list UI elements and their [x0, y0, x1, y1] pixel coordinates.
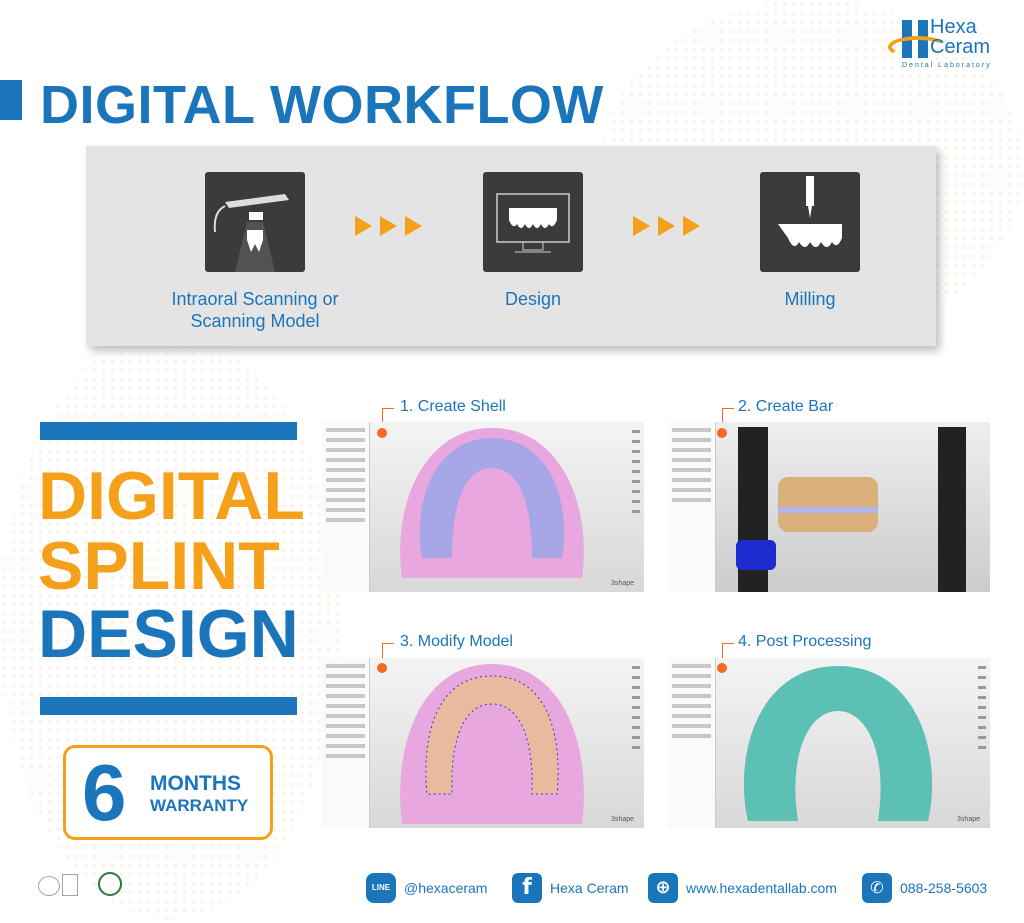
workflow-step-label: Intraoral Scanning or Scanning Model	[171, 289, 339, 331]
step-label: 3. Modify Model	[400, 633, 513, 650]
line-icon[interactable]: LINE	[366, 873, 396, 903]
step-marker	[377, 428, 387, 438]
flow-arrows	[355, 216, 422, 236]
facebook-icon[interactable]: f	[512, 873, 542, 903]
globe-icon[interactable]: ⊕	[648, 873, 678, 903]
divider-bar	[40, 697, 297, 715]
create-bar-screenshot	[668, 422, 990, 592]
certification-seal	[98, 872, 122, 896]
workflow-panel: Intraoral Scanning or Scanning Model Des…	[86, 146, 936, 346]
certification-seal	[38, 876, 60, 896]
monitor-teeth-icon	[483, 172, 583, 272]
website-link[interactable]: www.hexadentallab.com	[686, 880, 837, 896]
warranty-badge: 6 MONTHS WARRANTY	[63, 745, 273, 840]
logo-text: Hexa	[930, 16, 977, 38]
post-processing-screenshot: 3shape	[668, 658, 990, 828]
modify-model-screenshot: 3shape	[322, 658, 644, 828]
warranty-text: MONTHS	[150, 772, 241, 795]
workflow-step-label: Design	[504, 289, 562, 309]
scanner-icon	[205, 172, 305, 272]
warranty-text: WARRANTY	[150, 796, 249, 815]
workflow-step-label: Milling	[784, 289, 836, 309]
step-label: 1. Create Shell	[400, 398, 506, 415]
splint-heading-line1: DIGITAL	[38, 458, 305, 534]
step-marker	[377, 663, 387, 673]
splint-heading-line2: SPLINT	[38, 528, 280, 604]
line-link[interactable]: @hexaceram	[404, 880, 488, 896]
create-shell-screenshot: 3shape	[322, 422, 644, 592]
step-marker	[717, 663, 727, 673]
phone-icon[interactable]: ✆	[862, 873, 892, 903]
page-title: DIGITAL WORKFLOW	[40, 75, 604, 135]
step-marker	[717, 428, 727, 438]
splint-heading-line3: DESIGN	[38, 596, 299, 672]
software-brand: 3shape	[611, 816, 634, 823]
warranty-number: 6	[82, 748, 127, 837]
step-label: 4. Post Processing	[738, 633, 872, 650]
milling-icon	[760, 172, 860, 272]
facebook-link[interactable]: Hexa Ceram	[550, 880, 629, 896]
flow-arrows	[633, 216, 700, 236]
logo-tagline: Dental Laboratory	[902, 62, 992, 69]
hexaceram-logo: Hexa Ceram Dental Laboratory	[888, 14, 1018, 74]
line-icon-text: LINE	[371, 883, 391, 892]
divider-bar	[40, 422, 297, 440]
step-label: 2. Create Bar	[738, 398, 834, 415]
phone-link[interactable]: 088-258-5603	[900, 880, 988, 896]
software-brand: 3shape	[611, 580, 634, 587]
logo-text: Ceram	[930, 36, 991, 58]
certification-seal	[62, 874, 78, 896]
title-accent-bar	[0, 80, 22, 120]
software-brand: 3shape	[957, 816, 980, 823]
